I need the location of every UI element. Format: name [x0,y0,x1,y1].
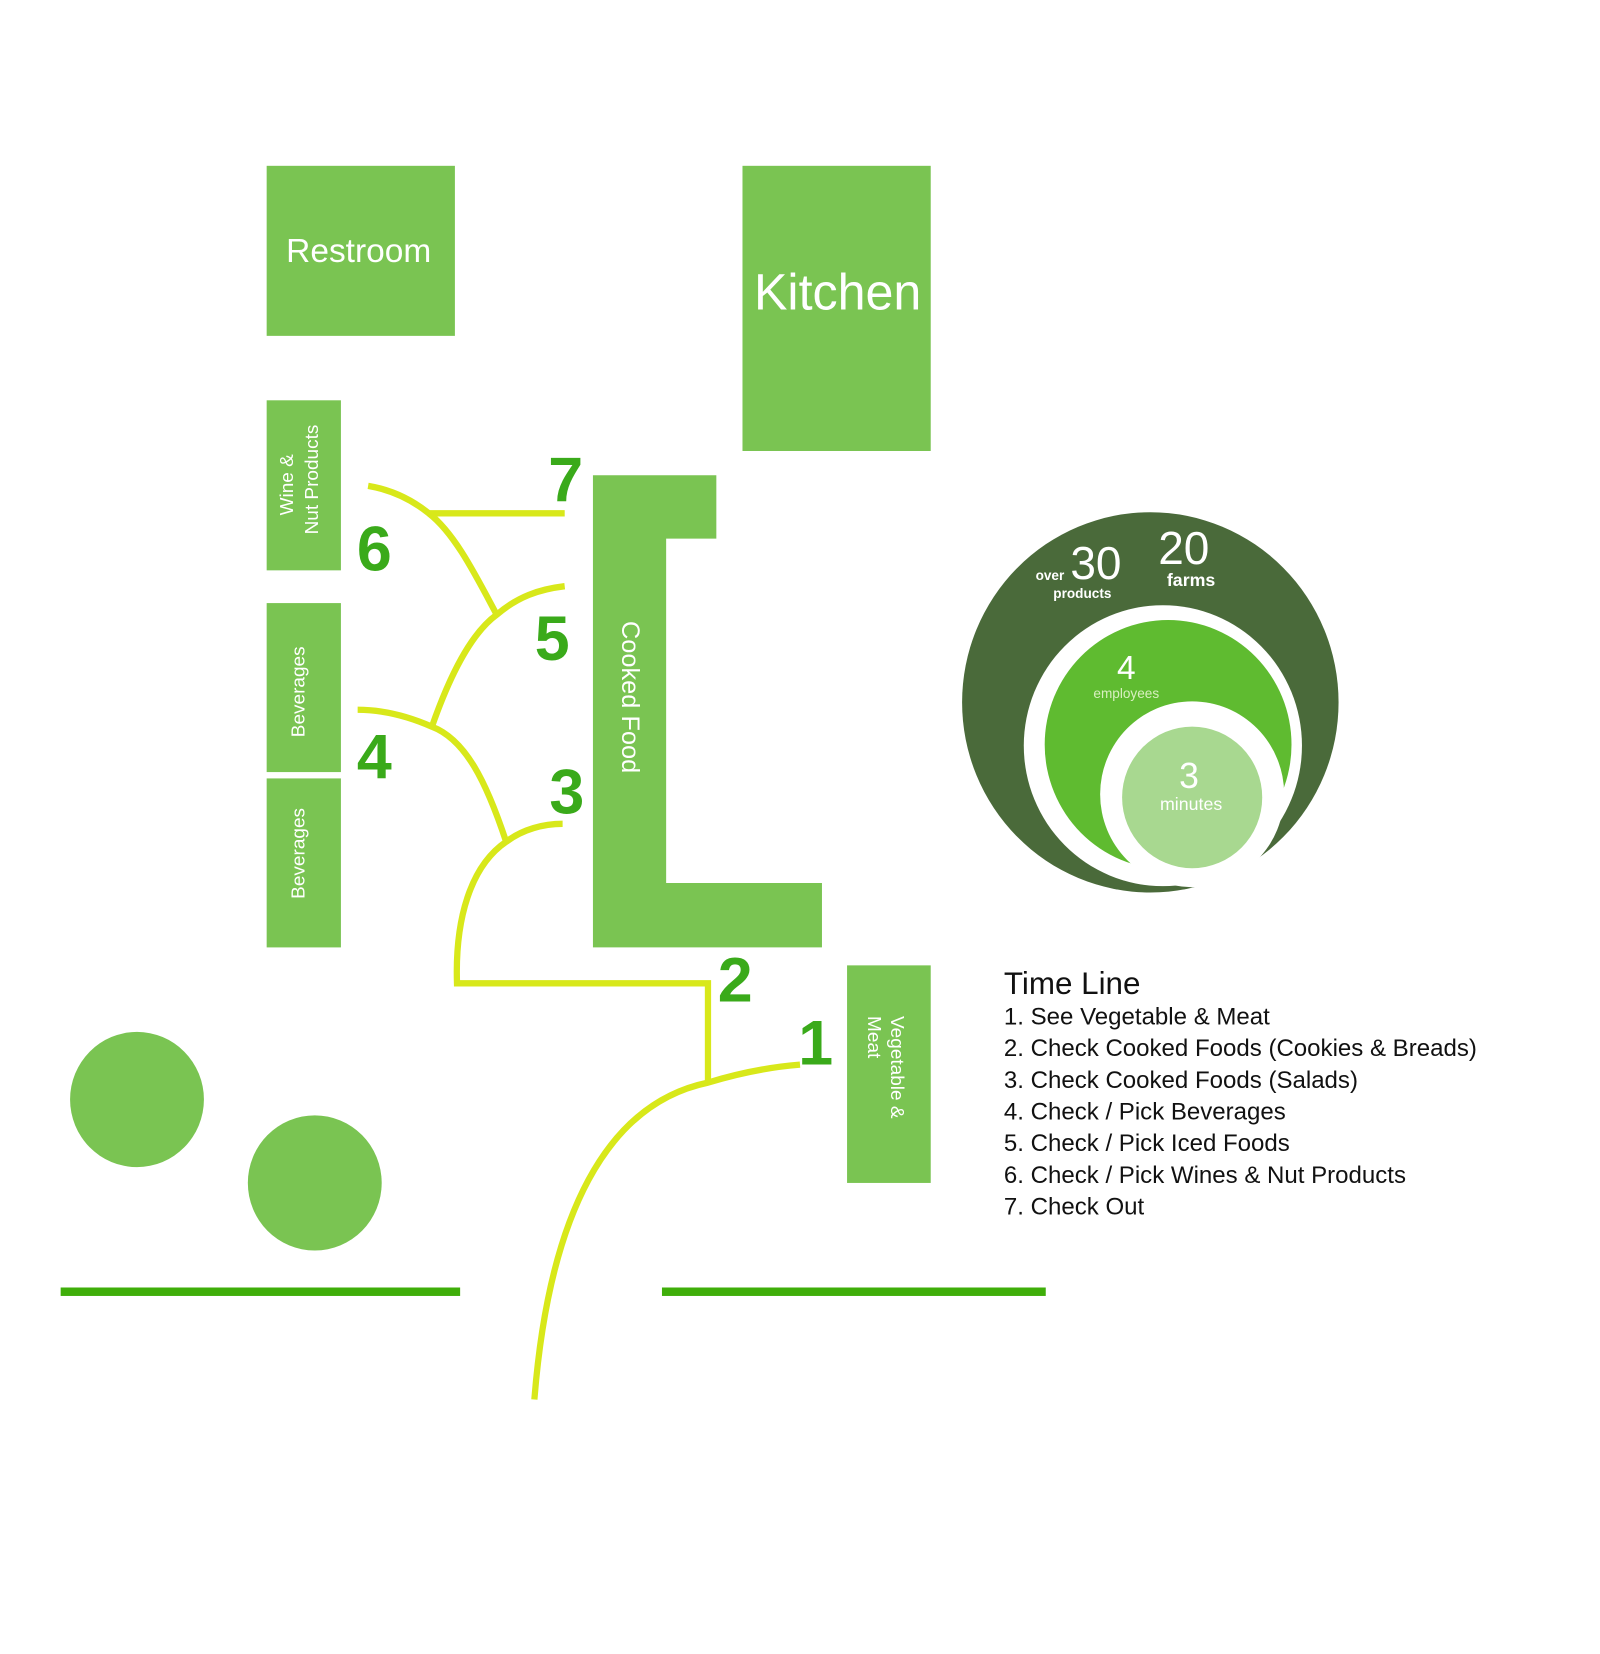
employees-value: 4 [1117,650,1136,687]
wine-nut-shelf: Wine & Nut Products [266,400,341,571]
table-circle [70,1031,204,1168]
products-label: products [1053,586,1112,601]
step-number: 2 [718,945,753,1015]
farms-label: farms [1167,570,1215,590]
beverages-label: Beverages [288,808,309,899]
step-number: 4 [357,722,392,792]
veg-label-line2: Meat [863,1016,884,1059]
cooked-food-label: Cooked Food [616,621,644,773]
timeline-item: 1. See Vegetable & Meat [1004,1003,1270,1030]
restroom-label: Restroom [286,233,431,270]
timeline-item: 4. Check / Pick Beverages [1004,1098,1286,1125]
wine-label-line2: Nut Products [302,425,323,535]
wine-label-line1: Wine & [277,454,298,516]
beverages-shelf-1: Beverages [266,603,341,773]
veg-label-line1: Vegetable & [886,1016,907,1119]
timeline-item: 6. Check / Pick Wines & Nut Products [1004,1162,1406,1189]
farms-value: 20 [1158,522,1209,574]
restroom-area: Restroom [266,165,455,336]
timeline-title: Time Line [1004,965,1141,1001]
vegetable-meat-shelf: Vegetable & Meat [847,965,931,1183]
entrance-wall-left [60,1287,461,1296]
step-number: 7 [548,445,583,515]
cooked-food-counter: Cooked Food [592,475,822,948]
step-number: 5 [535,604,570,674]
timeline-item: 3. Check Cooked Foods (Salads) [1004,1067,1358,1094]
timeline-item: 2. Check Cooked Foods (Cookies & Breads) [1004,1035,1477,1062]
timeline-item: 5. Check / Pick Iced Foods [1004,1130,1290,1157]
beverages-label: Beverages [288,646,309,737]
entrance-wall-right [661,1287,1046,1296]
stats-circles: over 30 products 20 farms 4 employees 3 … [962,512,1350,898]
employees-label: employees [1093,686,1159,701]
timeline-legend: Time Line 1. See Vegetable & Meat 2. Che… [1004,965,1477,1221]
timeline-item: 7. Check Out [1004,1194,1145,1221]
step-number: 3 [549,757,584,827]
step-number: 6 [357,514,392,584]
kitchen-area: Kitchen [742,165,931,451]
step-number: 1 [798,1008,833,1078]
kitchen-label: Kitchen [754,263,921,320]
minutes-value: 3 [1179,756,1199,796]
customer-path [357,482,801,1400]
minutes-label: minutes [1160,794,1222,814]
beverages-shelf-2: Beverages [266,778,341,948]
table-circle [247,1115,382,1251]
products-prefix: over [1036,568,1065,583]
products-value: 30 [1070,537,1121,589]
